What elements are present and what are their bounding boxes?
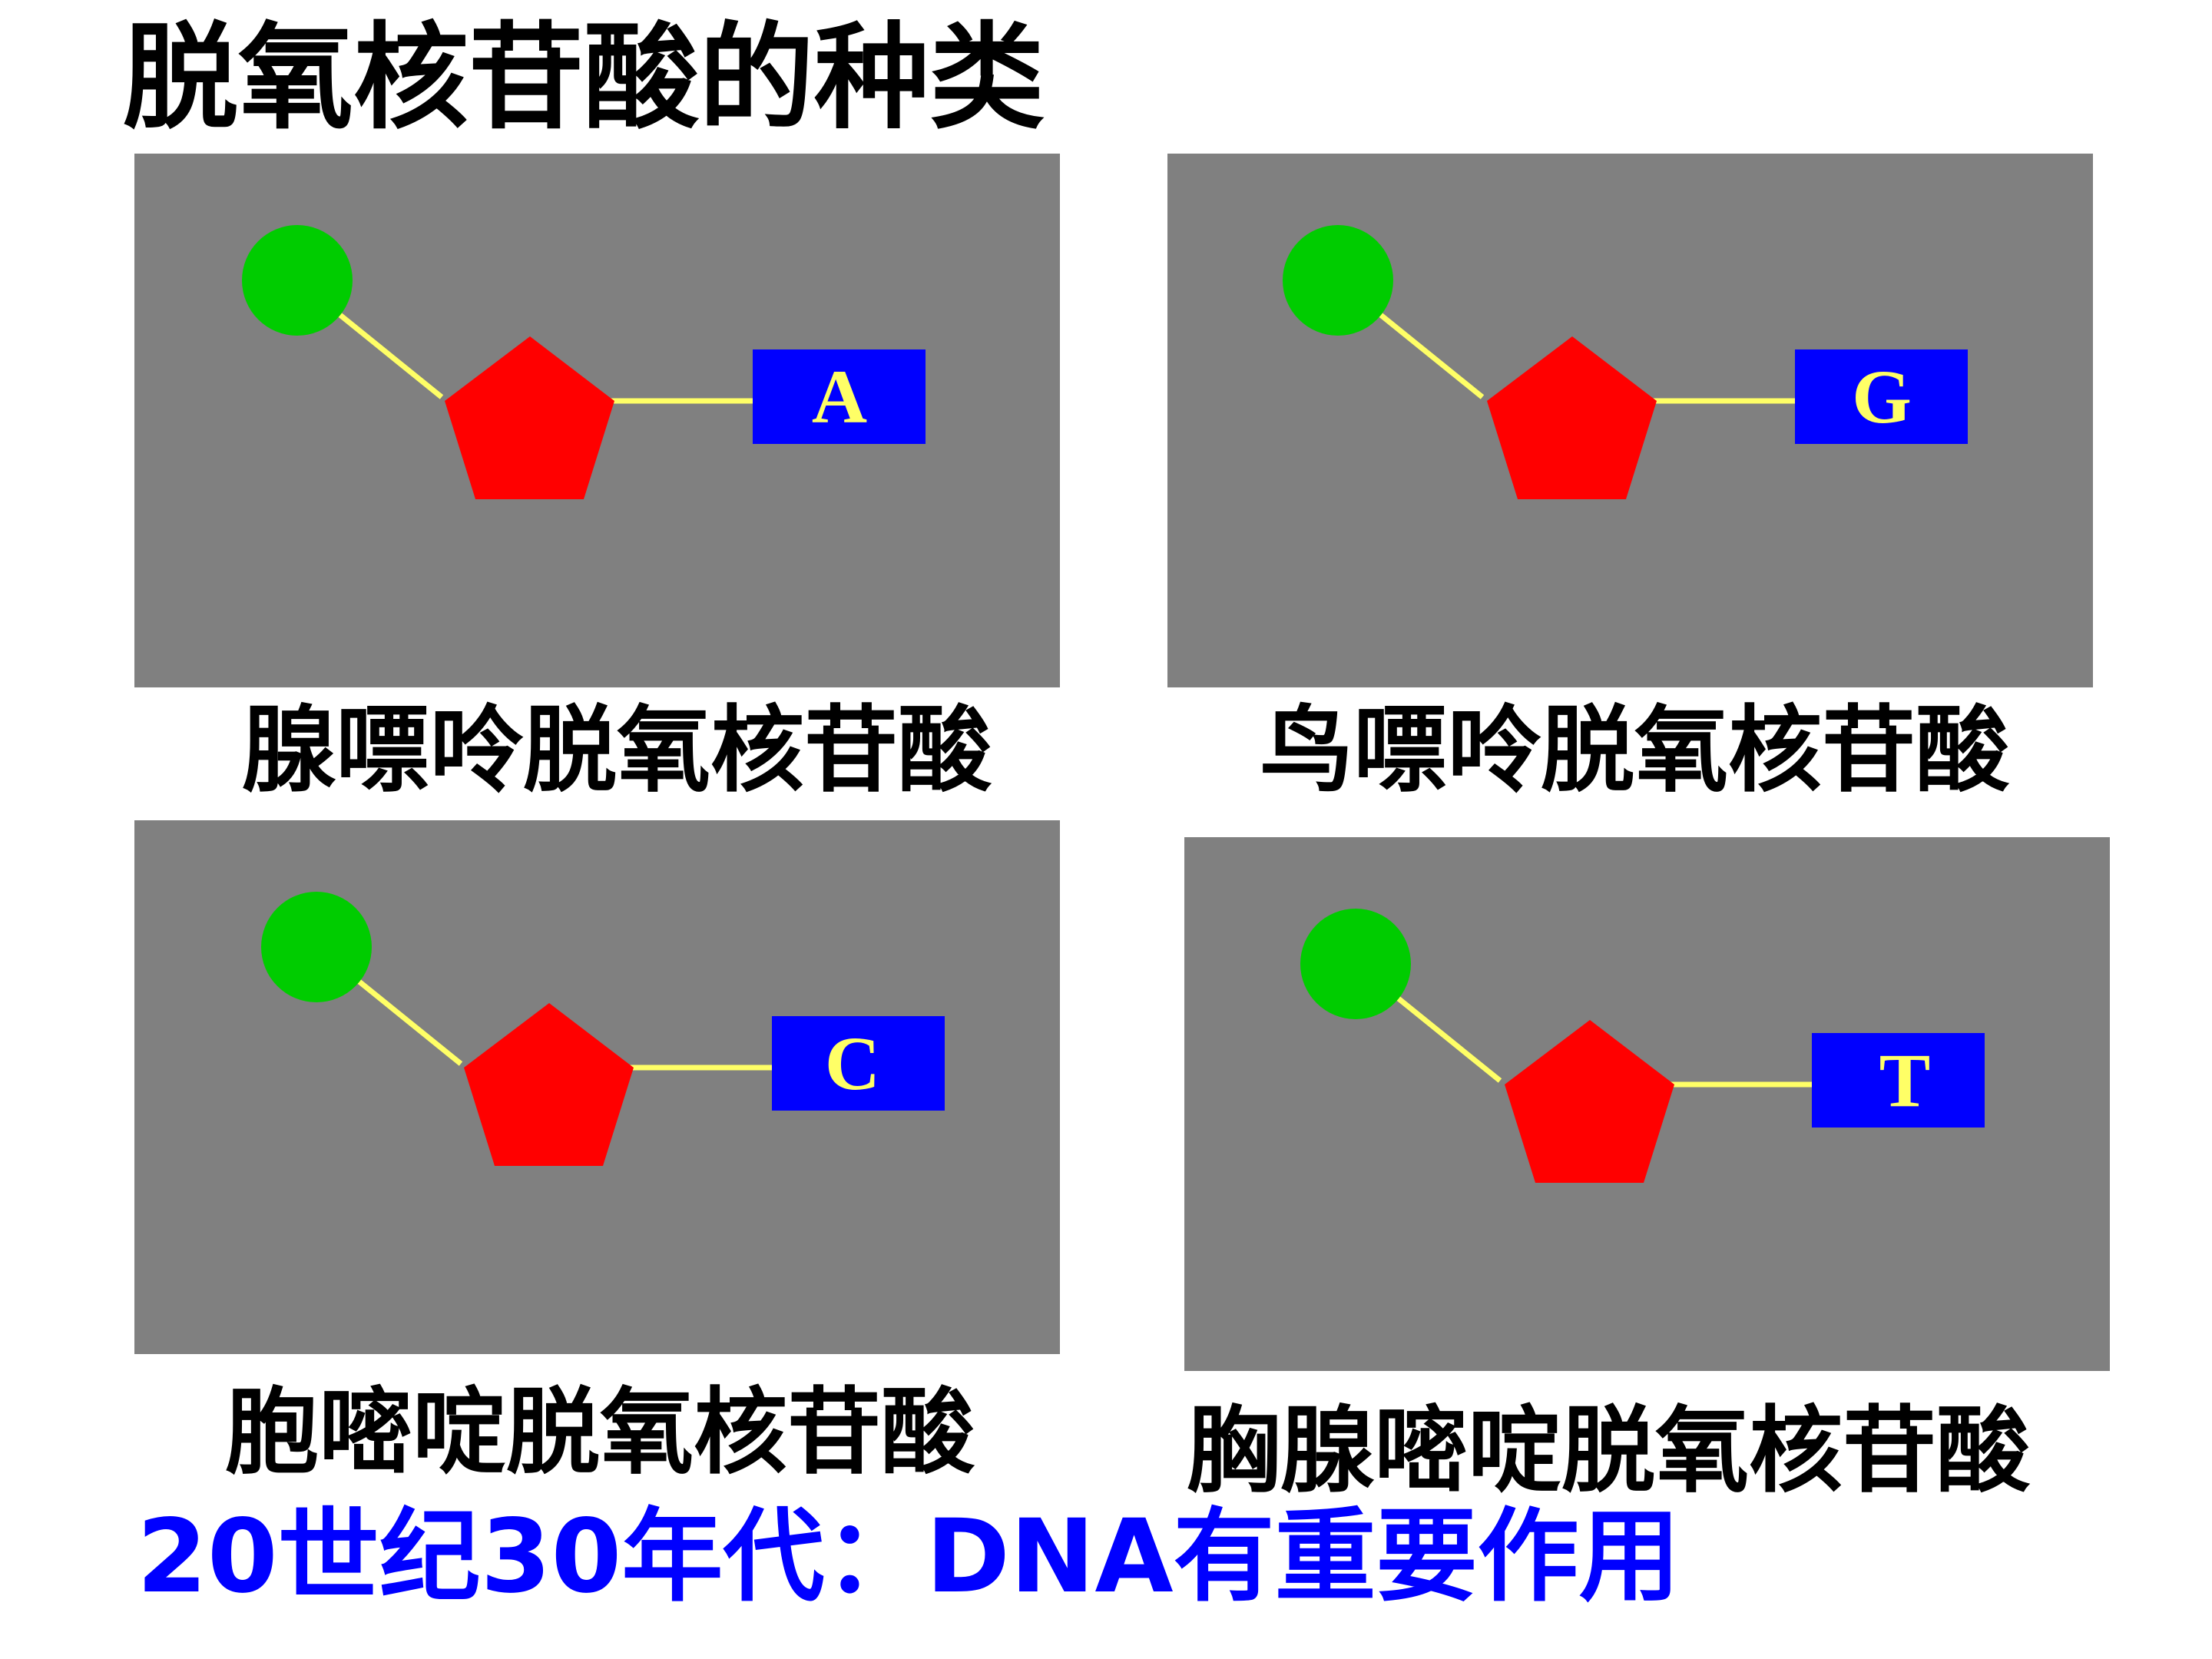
nucleotide-panel-guanine: G — [1167, 154, 2093, 687]
base-box — [753, 349, 926, 444]
nucleotide-diagram-thymine: T — [1300, 909, 1985, 1183]
base-box — [772, 1016, 945, 1111]
footer-note: 20世纪30年代：DNA有重要作用 — [137, 1498, 1681, 1616]
nucleotide-panel-cytosine: C — [134, 820, 1060, 1354]
deoxyribose-pentagon — [445, 336, 614, 499]
nucleotide-panel-adenine: A — [134, 154, 1060, 687]
nucleotide-caption-thymine: 胸腺嘧啶脱氧核苷酸 — [1187, 1396, 2030, 1505]
nucleotide-panel-thymine: T — [1184, 837, 2110, 1371]
base-box — [1795, 349, 1968, 444]
nucleotide-caption-guanine: 鸟嘌呤脱氧核苷酸 — [1260, 696, 2009, 805]
deoxyribose-pentagon — [1505, 1020, 1674, 1183]
nucleotide-diagram-cytosine: C — [261, 892, 945, 1166]
page-title: 脱氧核苷酸的种类 — [123, 12, 1045, 145]
phosphate-circle — [1300, 909, 1411, 1019]
base-letter-label: T — [1879, 1038, 1931, 1123]
phosphate-circle — [1283, 225, 1393, 336]
base-letter-label: A — [812, 354, 867, 439]
deoxyribose-pentagon — [464, 1003, 634, 1166]
phosphate-circle — [242, 225, 353, 336]
nucleotide-diagram-adenine: A — [242, 225, 926, 499]
base-letter-label: C — [825, 1021, 880, 1106]
phosphate-circle — [261, 892, 372, 1002]
nucleotide-caption-adenine: 腺嘌呤脱氧核苷酸 — [242, 696, 992, 805]
base-letter-label: G — [1852, 354, 1912, 439]
deoxyribose-pentagon — [1487, 336, 1657, 499]
base-box — [1812, 1033, 1985, 1128]
nucleotide-diagram-guanine: G — [1283, 225, 1968, 499]
nucleotide-caption-cytosine: 胞嘧啶脱氧核苷酸 — [225, 1378, 975, 1487]
